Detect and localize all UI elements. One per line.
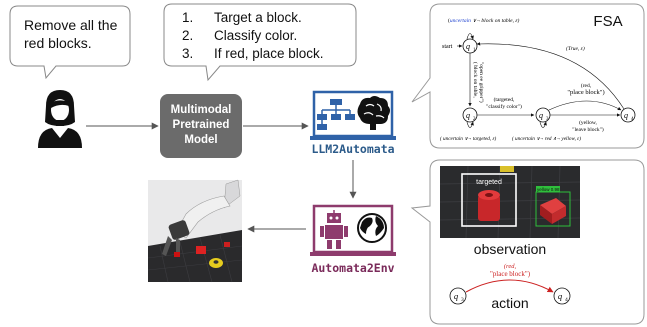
svg-text:q: q [466, 111, 470, 120]
model-line-2: Pretrained [173, 119, 230, 131]
brain-icon [357, 96, 390, 130]
fsa-red-1: (red, [581, 82, 592, 89]
fsa-targeted-2: "classify color") [486, 103, 522, 110]
fsa-down-edge-2: "open ee gripper") [478, 62, 485, 103]
request-line-1: Remove all the [24, 17, 118, 33]
targeted-tag: targeted [476, 179, 502, 186]
observation-label: observation [474, 241, 546, 257]
model-line-1: Multimodal [171, 104, 232, 116]
fsa-down-edge-1: ( block on table, [472, 62, 479, 98]
fsa-bottom-right: ( uncertain ∨¬ red ∧¬ yellow, ε) [512, 135, 581, 142]
llm2automata-label: LLM2Automata [311, 142, 394, 156]
yellow-score-tag: yellow 0.98 [537, 187, 560, 192]
plan-text-2: Classify color. [214, 28, 297, 43]
fsa-bottom-left: ( uncertain ∨¬ targeted, ε) [440, 135, 497, 142]
model-line-3: Model [184, 134, 217, 146]
fsa-start-label: start [442, 44, 453, 50]
automata2env-icon [310, 204, 396, 256]
action-edge-line-2: "place block") [490, 270, 531, 278]
plan-bubble: 1. Target a block. 2. Classify color. 3.… [163, 3, 357, 82]
llm2automata-icon [310, 90, 396, 140]
svg-text:q: q [466, 42, 470, 51]
svg-text:3: 3 [461, 297, 464, 303]
plan-text-1: Target a block. [214, 10, 302, 25]
svg-text:q: q [624, 111, 628, 120]
svg-text:1: 1 [473, 48, 476, 53]
fsa-true-edge: (True, ε) [566, 45, 585, 52]
plan-num-2: 2. [182, 28, 193, 43]
user-icon [38, 90, 82, 148]
plan-text-3: If red, place block. [214, 46, 324, 61]
action-state-q3 [449, 287, 467, 305]
action-label: action [491, 295, 528, 311]
automata2env-label: Automata2Env [311, 261, 394, 275]
robot-scene-image [147, 179, 243, 283]
svg-text:3: 3 [546, 117, 549, 122]
fsa-state-q4 [620, 107, 636, 123]
plan-num-1: 1. [182, 10, 193, 25]
fsa-bubble: FSA q 1 q 2 q 3 q 4 start (uncertain ∨¬ … [411, 3, 645, 149]
action-state-q4 [553, 287, 571, 305]
fsa-targeted-1: (targeted, [494, 96, 515, 103]
observation-action-bubble: targeted yellow 0.98 observation q 3 q 4… [410, 159, 645, 325]
fsa-red-2: "place block") [567, 89, 604, 96]
svg-text:4: 4 [565, 297, 568, 303]
fsa-yellow-1: (yellow, [579, 119, 597, 126]
globe-icon [357, 213, 387, 243]
fsa-self-loop-label: (uncertain ∨¬ block on table, ε) [448, 17, 519, 24]
fsa-title: FSA [593, 13, 622, 30]
svg-text:q: q [454, 291, 459, 301]
svg-text:q: q [539, 111, 543, 120]
plan-num-3: 3. [182, 46, 193, 61]
observation-image: targeted yellow 0.98 [439, 165, 581, 239]
fsa-yellow-2: "leave block") [572, 126, 604, 133]
svg-text:2: 2 [473, 117, 476, 122]
robot-icon [320, 210, 348, 249]
request-line-2: red blocks. [24, 35, 92, 51]
user-request-bubble: Remove all the red blocks. [9, 5, 131, 80]
svg-text:q: q [558, 291, 563, 301]
action-edge-line-1: (red, [504, 263, 517, 270]
svg-text:4: 4 [631, 117, 634, 122]
action-edge [465, 279, 554, 293]
model-box: Multimodal Pretrained Model [160, 94, 242, 158]
